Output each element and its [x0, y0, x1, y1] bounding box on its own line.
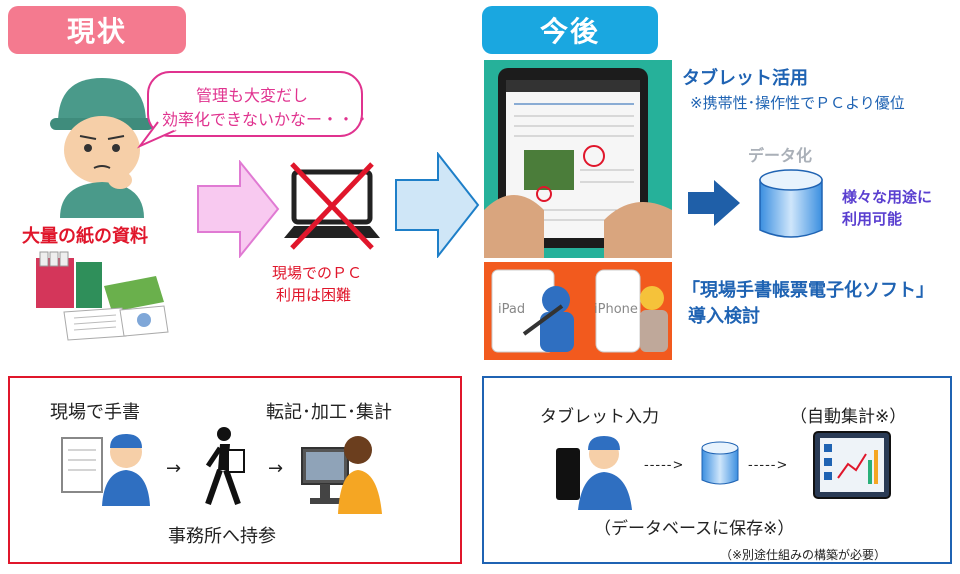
dashed-arrow-icon: -----> — [748, 458, 789, 473]
future-bottom-label: （データベースに保存※） — [594, 519, 795, 539]
arrow-right-pink — [197, 160, 280, 258]
arrow-right-blue — [395, 152, 480, 258]
tablet-title: タブレット活用 — [682, 68, 808, 89]
current-tag: 現状 — [8, 6, 186, 54]
office-worker-pc-icon — [301, 436, 382, 514]
current-step1-label: 現場で手書 — [50, 402, 140, 423]
future-step2-label: （自動集計※） — [790, 407, 907, 427]
worker-thinking-illustration — [50, 78, 154, 218]
pc-note-line1: 現場でのＰＣ — [272, 264, 363, 282]
paper-documents-illustration — [36, 251, 169, 341]
future-step1-label: タブレット入力 — [540, 407, 659, 427]
walking-person-icon — [205, 427, 245, 505]
dashboard-icon — [813, 431, 891, 499]
worker-handwriting-icon — [61, 434, 150, 506]
tablet-photo — [484, 60, 672, 258]
bubble-text-line2: 効率化できないかなー・・・ — [162, 110, 371, 129]
pc-note-line2: 利用は困難 — [276, 286, 352, 304]
database-icon — [759, 169, 823, 238]
current-step2-label: 転記･加工･集計 — [266, 402, 392, 423]
dashed-arrow-icon: -----> — [644, 458, 685, 473]
iphone-label: iPhone — [594, 302, 638, 317]
uses-line2: 利用可能 — [842, 210, 903, 228]
current-bottom-label: 事務所へ持参 — [168, 526, 276, 547]
worker-tablet-icon — [556, 436, 632, 510]
bubble-text-line1: 管理も大変だし — [196, 86, 309, 105]
future-tag: 今後 — [482, 6, 658, 54]
software-line2: 導入検討 — [688, 306, 760, 327]
arrow-icon: → — [166, 458, 182, 479]
database-small-icon — [701, 441, 739, 485]
paper-documents-label: 大量の紙の資料 — [22, 226, 148, 247]
future-footnote: （※別途仕組みの構築が必要） — [720, 548, 887, 562]
software-line1: 「現場手書帳票電子化ソフト」 — [682, 280, 934, 301]
ipad-label: iPad — [498, 302, 526, 317]
arrow-icon: → — [268, 458, 284, 479]
future-tag-label: 今後 — [539, 15, 600, 48]
current-tag-label: 現状 — [66, 15, 127, 48]
tablet-note: ※携帯性･操作性でＰＣより優位 — [690, 94, 905, 112]
laptop-crossed-icon — [284, 162, 380, 250]
speech-bubble — [136, 71, 363, 149]
arrow-right-dark-blue — [688, 180, 740, 226]
uses-line1: 様々な用途に — [842, 188, 933, 206]
data-label: データ化 — [748, 146, 813, 165]
devices-photo: iPad iPhone — [484, 262, 672, 360]
